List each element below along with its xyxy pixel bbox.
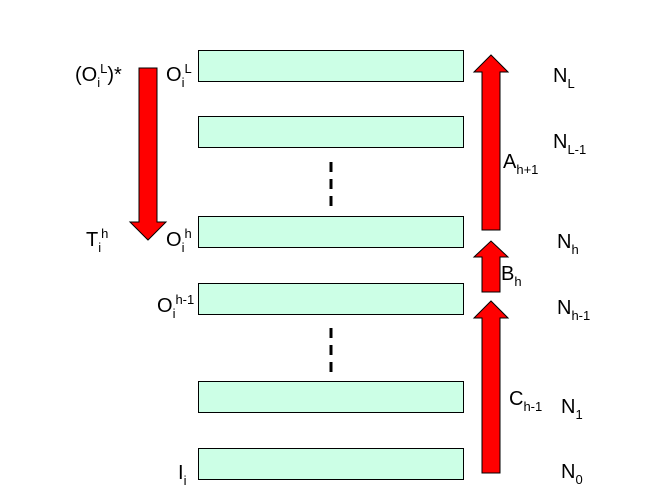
label-arrow-b: Bh bbox=[501, 263, 522, 289]
label-arrow-a: Ah+1 bbox=[503, 151, 539, 177]
layer-top bbox=[198, 50, 464, 82]
arrow-c-up bbox=[472, 300, 510, 474]
label-n-1: N1 bbox=[561, 396, 583, 422]
backprop-arrow-down bbox=[128, 67, 168, 241]
label-n-l-minus-1: NL-1 bbox=[553, 131, 587, 157]
layer-h bbox=[198, 216, 464, 248]
label-output-h: Oih bbox=[166, 226, 192, 255]
label-output-top: OiL bbox=[166, 61, 192, 90]
arrow-a-up bbox=[472, 54, 510, 231]
layer-h-minus-1 bbox=[198, 283, 464, 315]
layer-1 bbox=[198, 381, 464, 413]
label-input: Ii bbox=[178, 462, 187, 488]
label-arrow-c: Ch-1 bbox=[509, 388, 543, 414]
layer-l-minus-1 bbox=[198, 116, 464, 148]
label-target: Tih bbox=[86, 226, 109, 255]
label-n-0: N0 bbox=[561, 461, 583, 487]
arrow-b-up bbox=[472, 240, 510, 293]
label-target-star: (OiL)* bbox=[75, 61, 122, 90]
layer-input bbox=[198, 448, 464, 480]
label-n-h-minus-1: Nh-1 bbox=[557, 297, 591, 323]
label-n-h: Nh bbox=[557, 231, 579, 257]
label-n-l: NL bbox=[553, 65, 575, 91]
label-output-h-minus-1: Oih-1 bbox=[157, 292, 195, 321]
